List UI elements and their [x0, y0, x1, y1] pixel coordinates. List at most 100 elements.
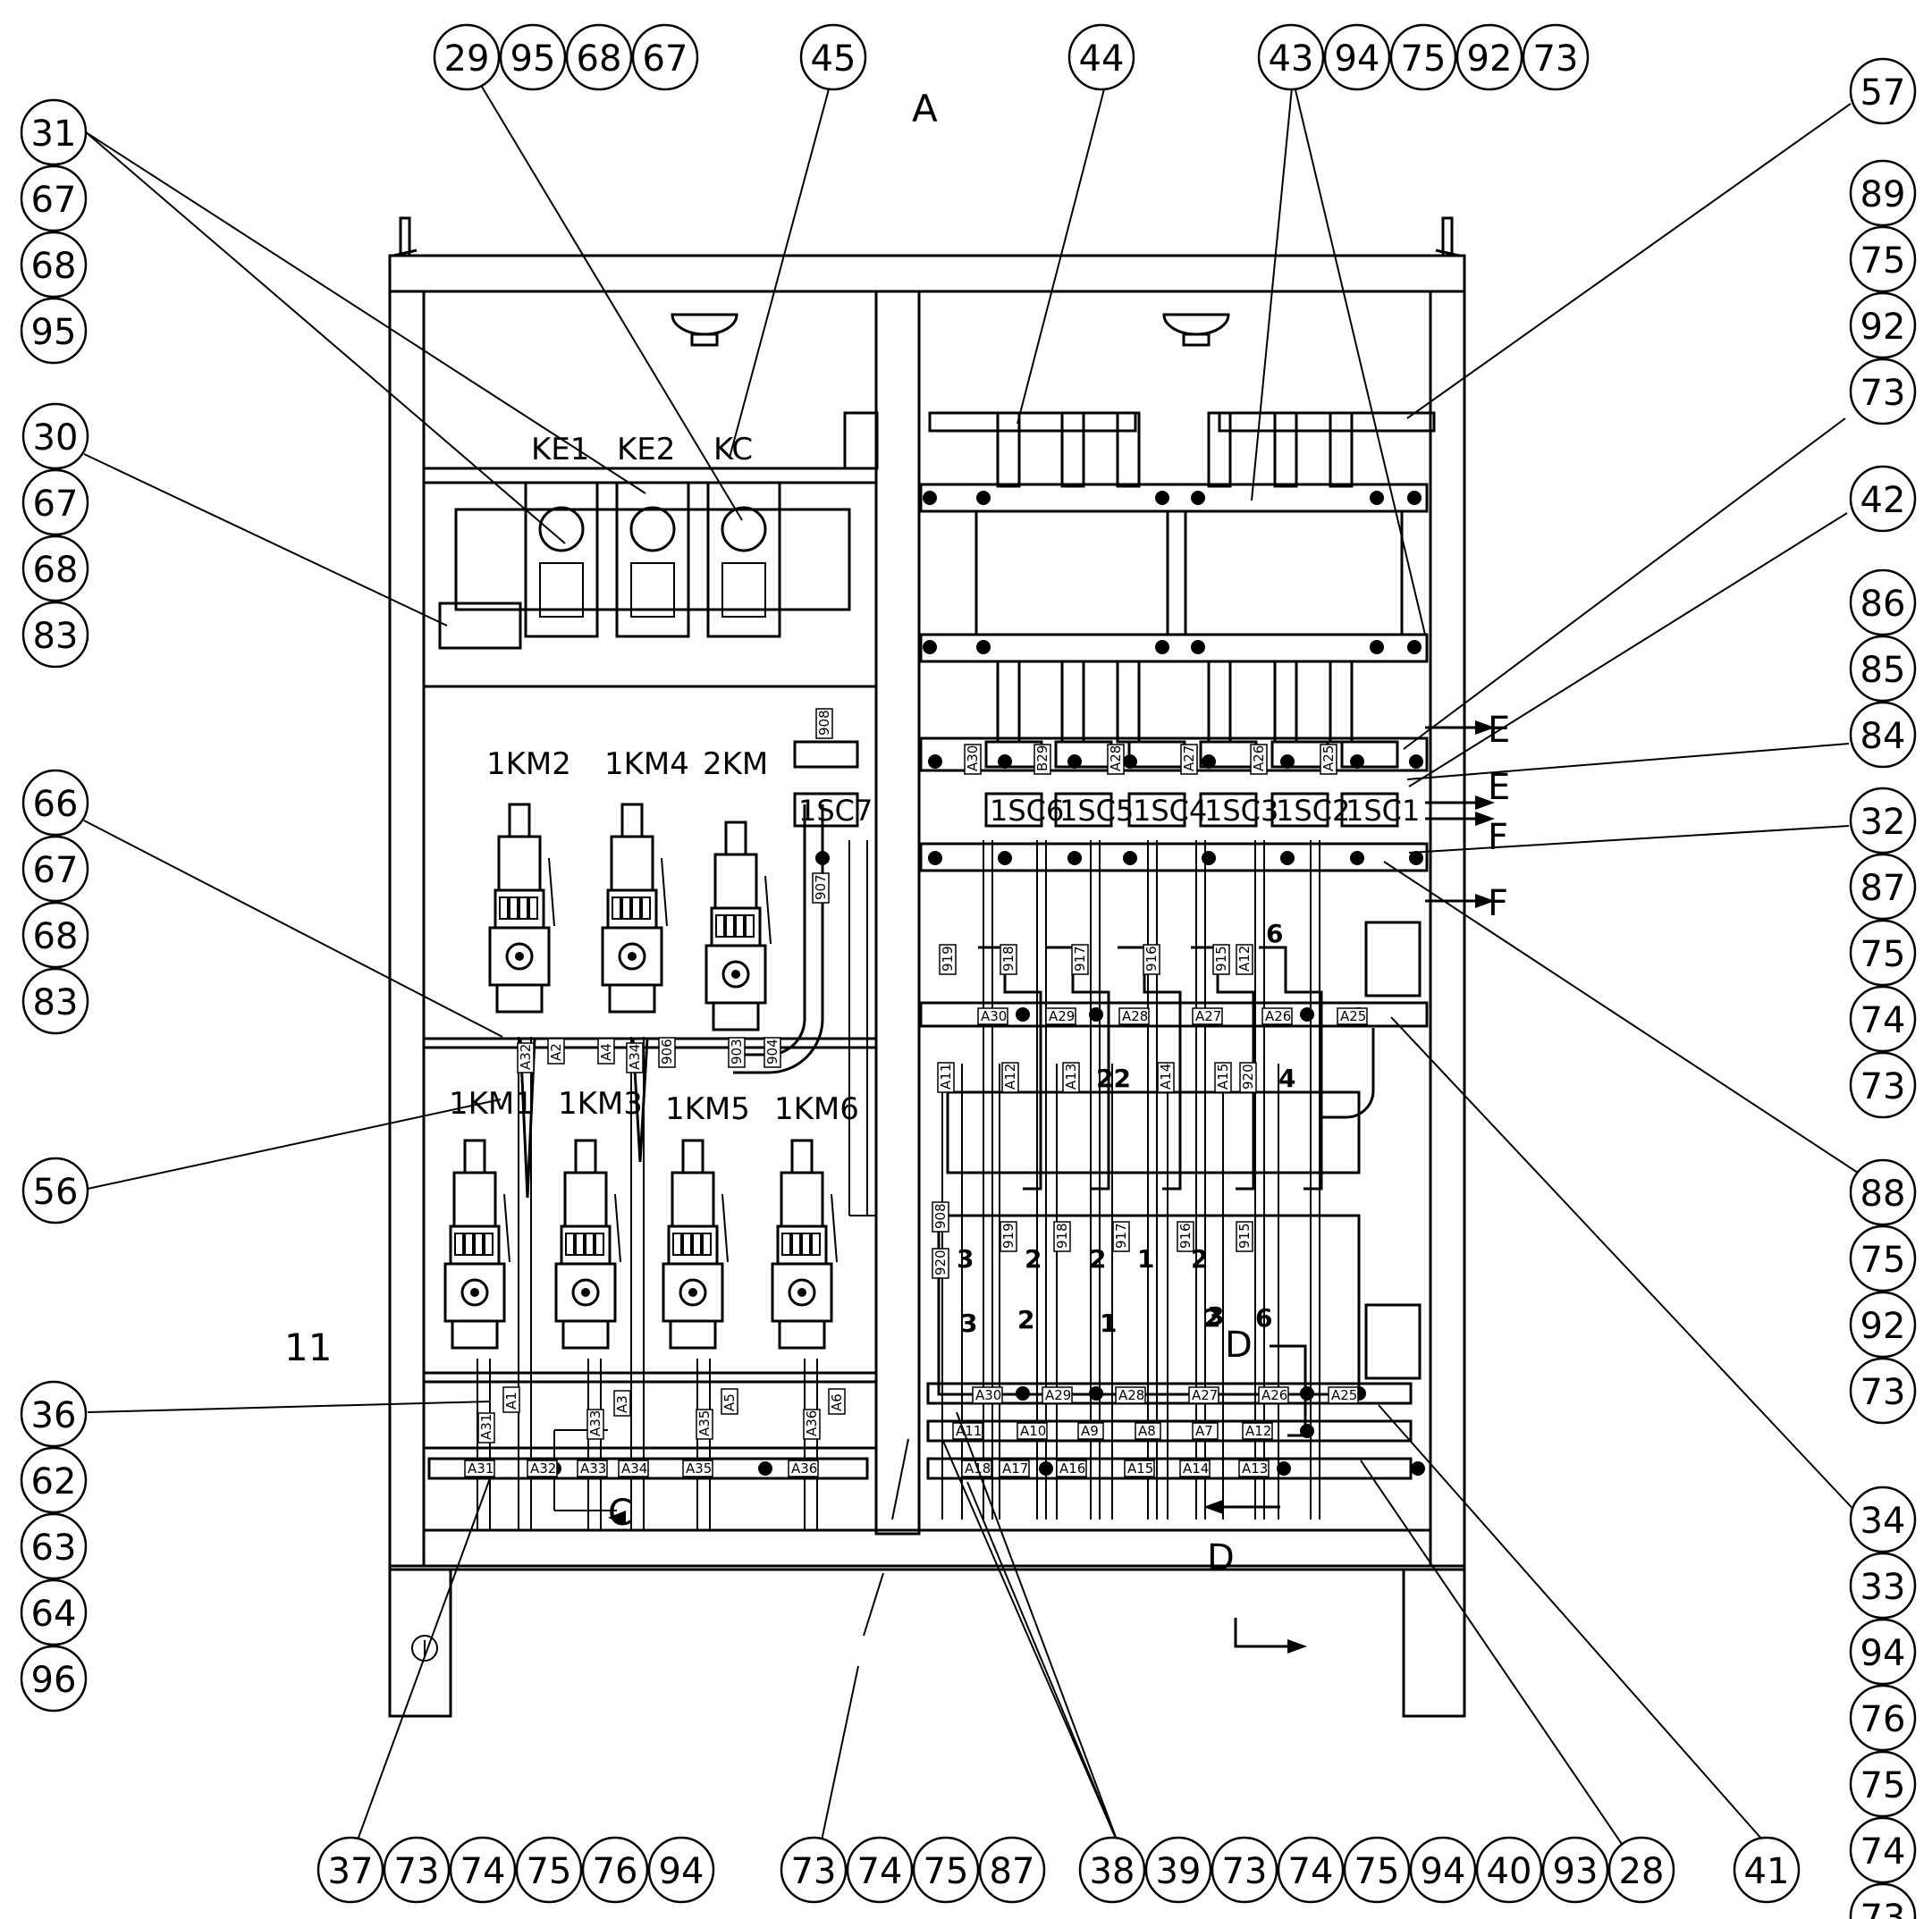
balloon: 95	[499, 23, 567, 91]
balloon: 28	[1607, 1836, 1675, 1904]
balloon-label: 37	[328, 1851, 374, 1892]
wire-tag	[1242, 1422, 1273, 1440]
balloon-label: 76	[593, 1851, 638, 1892]
contactor-lever	[548, 857, 555, 927]
busbar-number: 2	[1017, 1305, 1034, 1334]
contactor-group	[443, 803, 838, 1350]
balloon: 33	[1849, 1552, 1917, 1620]
wire-tag	[1212, 944, 1230, 975]
wire-tag-label: 908	[932, 1203, 949, 1229]
wire-bend	[1118, 946, 1182, 1191]
wire-tag	[477, 1412, 495, 1443]
busbar-number: 2	[1191, 1244, 1208, 1274]
busbar-upper	[1329, 411, 1354, 488]
busbar-upper	[1116, 411, 1141, 488]
busbar-number: 6	[1266, 919, 1283, 948]
contact-block	[499, 896, 509, 920]
balloon: 68	[21, 534, 89, 602]
sensor-bracket	[793, 740, 859, 769]
busbar-number: 3	[957, 1244, 974, 1274]
wire-tag-label: A15	[1215, 1064, 1231, 1090]
wire-tag-label: A34	[627, 1044, 643, 1070]
wire-tag	[1192, 1007, 1223, 1025]
balloon: 73	[1849, 1357, 1917, 1425]
wire-tag-label: A35	[696, 1410, 713, 1436]
wire-tag	[1062, 1062, 1080, 1093]
wire-tag	[586, 1409, 604, 1440]
balloon: 75	[1849, 225, 1917, 293]
balloon-circle	[449, 1836, 517, 1904]
balloon-circle	[1409, 1836, 1477, 1904]
balloon: 39	[1144, 1836, 1212, 1904]
balloon-circle	[1455, 23, 1523, 91]
balloon-circle	[1849, 57, 1917, 125]
wire-tag	[1112, 1221, 1130, 1252]
busbar-upper	[1060, 411, 1085, 488]
balloon-label: 67	[33, 484, 79, 525]
bolt	[1123, 851, 1137, 865]
busbar-number: 3	[960, 1309, 977, 1338]
balloon-circle	[1849, 1158, 1917, 1226]
bolt	[1280, 754, 1295, 769]
wire-tag-label: A32	[518, 1044, 534, 1070]
wire-tag-label: 919	[1000, 1223, 1017, 1249]
wire-tag-label: 915	[1213, 946, 1229, 972]
wire-tag-label: 920	[1240, 1064, 1256, 1090]
balloon-circle	[433, 23, 501, 91]
bolt	[1280, 851, 1295, 865]
contact-block	[454, 1233, 464, 1256]
balloon: 68	[21, 901, 89, 969]
balloon: 30	[21, 402, 89, 470]
balloon-circle	[1343, 1836, 1411, 1904]
sensor-body	[1127, 792, 1186, 828]
wire-tag-label: A14	[1183, 1460, 1209, 1477]
wire-tag	[1337, 1007, 1368, 1025]
balloon: 68	[20, 231, 88, 299]
balloon-label: 67	[643, 38, 688, 80]
balloon-label: 87	[990, 1851, 1035, 1892]
balloon: 74	[1849, 985, 1917, 1053]
balloon-circle	[1849, 1051, 1917, 1119]
balloon-circle	[565, 23, 633, 91]
balloon: 92	[1849, 291, 1917, 359]
busbar-number: 2	[1203, 1303, 1220, 1333]
balloon-circle	[1849, 1618, 1917, 1686]
balloon-label: 93	[1553, 1851, 1599, 1892]
balloon-label: 83	[33, 616, 79, 657]
contact-block	[672, 1233, 682, 1256]
balloon-circle	[780, 1836, 848, 1904]
balloon-circle	[20, 98, 88, 166]
relay-label: KC	[713, 432, 753, 467]
leader-lines	[83, 78, 1860, 1847]
balloon: 67	[20, 164, 88, 232]
contactor-lever	[614, 1193, 621, 1263]
busbar-link	[1116, 660, 1141, 744]
busbar-link	[1060, 660, 1085, 744]
bolt	[976, 640, 991, 654]
contact-block	[585, 1233, 595, 1256]
balloon-circle	[1211, 1836, 1278, 1904]
wire-tag-label: A17	[1002, 1460, 1028, 1477]
balloon: 83	[21, 967, 89, 1035]
wire-tag	[952, 1422, 983, 1440]
bolt	[1370, 640, 1384, 654]
busbar-number: 2	[1025, 1244, 1042, 1274]
balloon-circle	[1849, 1684, 1917, 1752]
sensor-bracket	[984, 740, 1043, 769]
wire-tag	[932, 1248, 949, 1279]
busbar-number: 1	[1137, 1244, 1154, 1274]
bolt	[923, 491, 937, 505]
balloon-label: 73	[791, 1851, 837, 1892]
balloon: 75	[912, 1836, 980, 1904]
balloon-label: 95	[31, 312, 77, 353]
balloon-circle	[21, 967, 89, 1035]
wire-tag	[1157, 1062, 1175, 1093]
contactor-label: 2KM	[703, 746, 768, 782]
bolt	[1411, 1461, 1425, 1476]
sensor-label: 1SC6	[990, 794, 1064, 828]
wire-tag-label: A33	[580, 1460, 606, 1477]
bolt	[1202, 851, 1216, 865]
contactor-base	[608, 983, 656, 1014]
contact-block	[791, 1233, 801, 1256]
balloon: 38	[1078, 1836, 1146, 1904]
